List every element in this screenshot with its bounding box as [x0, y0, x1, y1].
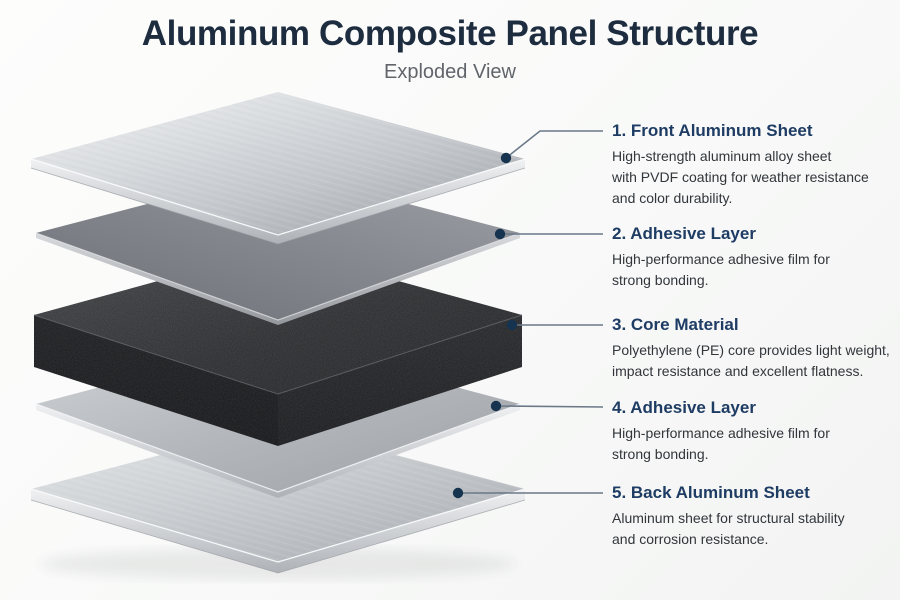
header: Aluminum Composite Panel Structure Explo… — [0, 0, 900, 84]
adhesive-top-right-edge — [278, 233, 520, 325]
leader-dot-3 — [506, 319, 518, 331]
back-sheet-left-edge — [31, 489, 278, 573]
layer-adhesive-top — [35, 170, 521, 325]
label-heading: 1. Front Aluminum Sheet — [612, 121, 813, 140]
adhesive-bottom-right-edge — [278, 404, 520, 498]
label-description: Aluminum sheet for structural stability … — [612, 510, 845, 547]
back-sheet-right-edge — [278, 489, 525, 573]
label-adhesive-layer-bottom: 4. Adhesive Layer High-performance adhes… — [612, 397, 897, 465]
front-sheet-edge-highlight — [30, 158, 526, 236]
front-sheet-bottom-outline — [30, 167, 526, 245]
label-core-material: 3. Core Material Polyethylene (PE) core … — [612, 314, 897, 382]
front-sheet-right-edge — [278, 159, 525, 244]
label-description: Polyethylene (PE) core provides light we… — [612, 342, 890, 379]
page-subtitle: Exploded View — [384, 61, 516, 83]
leader-line-4 — [495, 405, 604, 408]
front-sheet-left-edge — [31, 159, 278, 244]
front-sheet-brush-texture — [31, 92, 525, 235]
page-title: Aluminum Composite Panel Structure — [141, 14, 759, 53]
leader-dot-1 — [500, 152, 512, 164]
leader-dot-2 — [494, 228, 506, 240]
label-adhesive-layer-top: 2. Adhesive Layer High-performance adhes… — [612, 223, 897, 291]
adhesive-bottom-left-edge — [36, 404, 278, 498]
label-description: High-performance adhesive film for stron… — [612, 251, 830, 288]
leader-dots — [452, 152, 518, 499]
label-description: High-strength aluminum alloy sheet with … — [612, 148, 869, 206]
back-sheet-bottom-outline — [30, 499, 526, 574]
label-heading: 4. Adhesive Layer — [612, 398, 756, 417]
layer-front-aluminum-sheet — [30, 92, 526, 245]
adhesive-top-left-edge — [36, 233, 278, 325]
core-edge-highlight — [33, 314, 523, 395]
adhesive-top-top-face — [36, 170, 520, 320]
label-heading: 5. Back Aluminum Sheet — [612, 483, 810, 502]
leader-line-1 — [505, 130, 603, 159]
leader-lines — [458, 130, 604, 494]
label-description: High-performance adhesive film for stron… — [612, 425, 830, 462]
label-heading: 2. Adhesive Layer — [612, 224, 756, 243]
adhesive-bottom-edge-highlight — [35, 403, 521, 493]
leader-dot-5 — [452, 487, 464, 499]
back-sheet-edge-highlight — [30, 488, 526, 563]
adhesive-top-edge-highlight — [35, 232, 521, 321]
label-front-aluminum-sheet: 1. Front Aluminum Sheet High-strength al… — [612, 120, 897, 209]
label-back-aluminum-sheet: 5. Back Aluminum Sheet Aluminum sheet fo… — [612, 482, 897, 550]
label-heading: 3. Core Material — [612, 315, 739, 334]
leader-dot-4 — [490, 400, 502, 412]
